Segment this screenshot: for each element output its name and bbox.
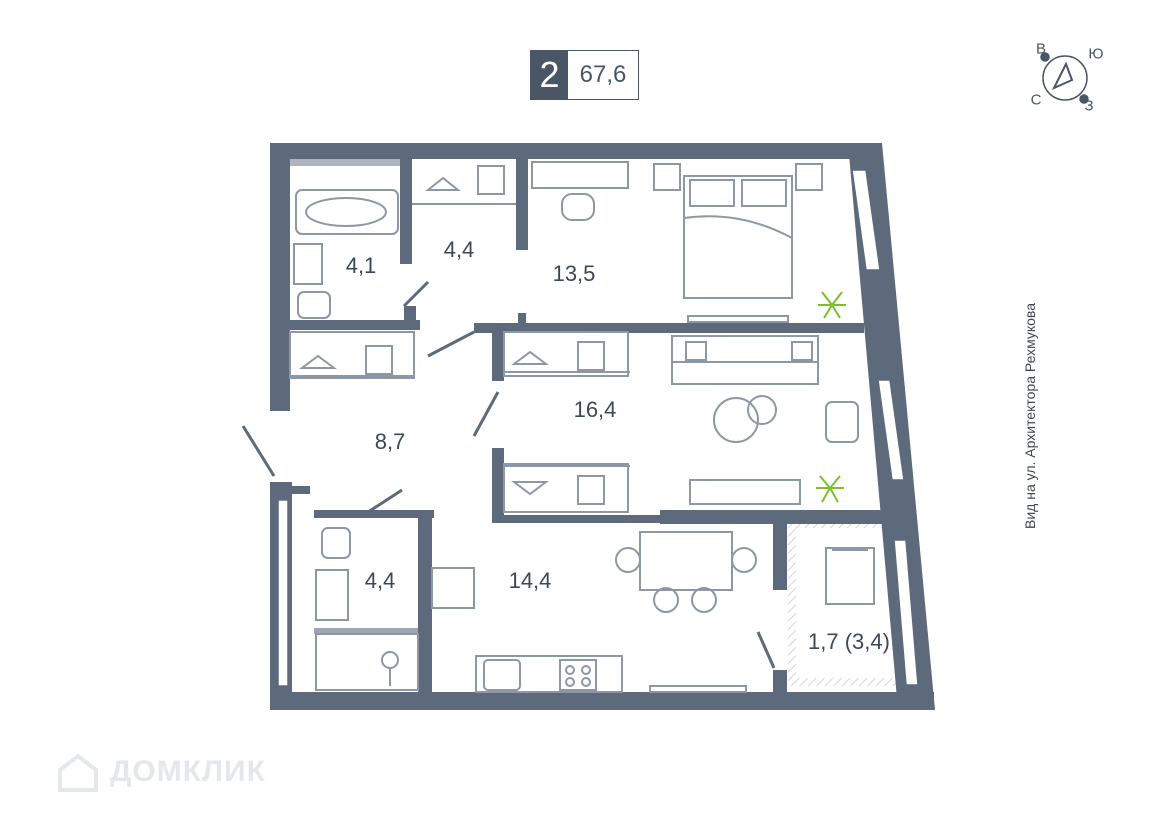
room-area-living-room: 16,4	[573, 397, 617, 422]
sink-bathroom-1	[293, 243, 323, 285]
sink-bathroom-2	[315, 569, 349, 621]
bathtub	[295, 189, 399, 235]
nightstand	[795, 163, 823, 191]
apartment-badge: 2 67,6	[530, 50, 639, 100]
room-area-balcony: 1,7 (3,4)	[808, 629, 890, 654]
tv-bedroom	[687, 315, 789, 323]
kitchen-counter	[475, 655, 623, 693]
plant-icon	[818, 291, 846, 319]
hanger-icon	[425, 176, 461, 191]
room-area-bathroom-1: 4,1	[345, 253, 377, 278]
furniture	[289, 161, 875, 693]
balcony-furniture	[825, 547, 875, 605]
hanger-icon	[511, 481, 549, 496]
coffee-table	[713, 397, 759, 443]
chair	[561, 193, 595, 221]
hanger-icon	[511, 350, 549, 365]
street-view-label: Вид на ул. Архитектора Рехмукова	[1022, 303, 1038, 529]
nightstand	[653, 163, 681, 191]
shirt-icon	[577, 341, 605, 371]
fridge	[431, 567, 475, 609]
sofa	[671, 335, 819, 385]
cooktop	[559, 659, 597, 691]
watermark: ДОМКЛИК	[58, 752, 266, 792]
toilet-bathroom-1	[297, 291, 331, 319]
room-area-closet-1: 4,4	[443, 237, 475, 262]
dining-table	[639, 531, 733, 591]
watermark-text: ДОМКЛИК	[110, 755, 266, 788]
room-area-bathroom-2: 4,4	[364, 568, 396, 593]
compass-icon	[1040, 52, 1089, 104]
room-count: 2	[531, 51, 568, 99]
windows	[851, 169, 919, 686]
bed	[683, 175, 793, 299]
compass-south-label: З	[1084, 97, 1094, 115]
tv-kitchen	[649, 685, 747, 693]
interior-walls	[290, 158, 888, 692]
tv-living	[689, 479, 801, 505]
plant-icon	[816, 475, 844, 503]
room-area-kitchen: 14,4	[508, 568, 552, 593]
plants	[816, 291, 846, 503]
compass-west-label: С	[1030, 91, 1042, 109]
total-area: 67,6	[579, 61, 627, 88]
toilet-bathroom-2	[321, 527, 351, 559]
armchair	[825, 401, 859, 443]
shirt-icon	[365, 345, 393, 375]
shower	[315, 633, 419, 691]
compass-east-label: Ю	[1088, 45, 1104, 63]
hanger-icon	[299, 354, 337, 369]
room-area-hall: 8,7	[374, 429, 406, 454]
shirt-icon	[577, 475, 605, 505]
room-area-bedroom: 13,5	[552, 261, 596, 286]
kitchen-sink	[483, 659, 521, 691]
doors	[241, 280, 776, 669]
shirt-icon	[477, 165, 505, 195]
desk	[531, 161, 629, 189]
compass-north-label: В	[1035, 40, 1047, 58]
domclick-logo-icon	[58, 753, 98, 792]
left-window	[277, 499, 289, 687]
